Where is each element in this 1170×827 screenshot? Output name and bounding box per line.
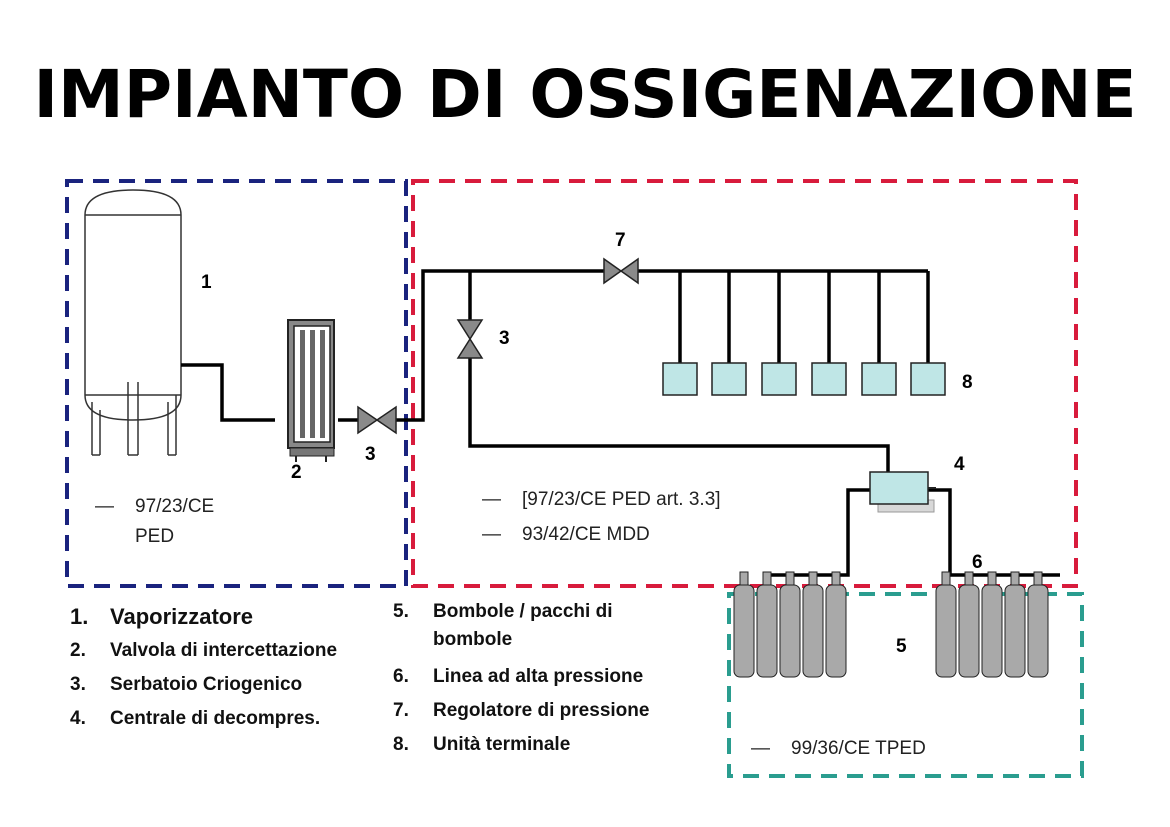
ped-zone-box xyxy=(65,179,408,588)
page-title: IMPIANTO DI OSSIGENAZIONE xyxy=(33,56,1137,133)
label-3a: 3 xyxy=(365,444,376,465)
mdd-dash-1: — xyxy=(482,489,501,510)
legend-number: 4. xyxy=(70,708,86,729)
decompression-unit-icon xyxy=(869,471,936,513)
cryogenic-tank-icon xyxy=(84,189,182,456)
legend-text-line: bombole xyxy=(433,629,513,650)
pressure-regulator-icon xyxy=(603,257,639,285)
valve-icon xyxy=(357,405,397,435)
label-6: 6 xyxy=(972,552,983,573)
legend-text: Vaporizzatore xyxy=(110,604,254,629)
valve-icon xyxy=(456,319,484,359)
tped-regulation: 99/36/CE TPED xyxy=(791,738,926,759)
legend-number: 7. xyxy=(393,700,409,721)
legend-number: 8. xyxy=(393,734,409,755)
legend-number: 6. xyxy=(393,666,409,687)
legend-number: 3. xyxy=(70,674,86,695)
legend-item: 1. Vaporizzatore xyxy=(70,600,337,634)
label-4: 4 xyxy=(954,454,965,475)
ped-regulation-1: 97/23/CE xyxy=(135,496,214,517)
label-7: 7 xyxy=(615,230,626,251)
legend-number: 5. xyxy=(393,601,409,622)
legend-text: Centrale di decompres. xyxy=(110,708,321,729)
tped-dash: — xyxy=(751,738,770,759)
pipeline xyxy=(181,269,1060,577)
legend-left: 1. Vaporizzatore 2. Valvola di intercettaz… xyxy=(70,600,337,736)
legend-text: Regolatore di pressione xyxy=(433,700,650,721)
legend-text-line: Bombole / pacchi di xyxy=(433,601,613,622)
legend-text: Unità terminale xyxy=(433,734,571,755)
legend-number: 2. xyxy=(70,640,86,661)
label-8: 8 xyxy=(962,372,973,393)
label-1: 1 xyxy=(201,272,212,293)
legend-item: 8. Unità terminale xyxy=(393,728,649,762)
legend-item: 3. Serbatoio Criogenico xyxy=(70,668,337,702)
legend-item: 5. Bombole / pacchi di bombole xyxy=(393,598,649,654)
ped-regulation-2: PED xyxy=(135,526,174,547)
mdd-regulation-1: [97/23/CE PED art. 3.3] xyxy=(522,489,721,510)
legend-text: Valvola di intercettazione xyxy=(110,640,338,661)
gas-cylinder-icon xyxy=(733,571,847,678)
vaporizer-icon xyxy=(287,319,335,462)
label-3b: 3 xyxy=(499,328,510,349)
legend-item: 4. Centrale di decompres. xyxy=(70,702,337,736)
legend-text: Serbatoio Criogenico xyxy=(110,674,303,695)
legend-item: 2. Valvola di intercettazione xyxy=(70,634,337,668)
legend-text: Bombole / pacchi di bombole xyxy=(433,598,612,654)
legend-text: Linea ad alta pressione xyxy=(433,666,644,687)
mdd-dash-2: — xyxy=(482,524,501,545)
legend-right: 5. Bombole / pacchi di bombole 6. Linea ad … xyxy=(393,598,649,762)
terminal-unit-icon xyxy=(662,362,946,396)
mdd-regulation-2: 93/42/CE MDD xyxy=(522,524,650,545)
ped-dash: — xyxy=(95,496,114,517)
tped-zone-box xyxy=(727,592,1084,778)
legend-number: 1. xyxy=(70,604,89,629)
gas-cylinder-icon xyxy=(935,571,1049,678)
mdd-zone-box xyxy=(411,179,1078,588)
legend-item: 7. Regolatore di pressione xyxy=(393,694,649,728)
legend-item: 6. Linea ad alta pressione xyxy=(393,660,649,694)
label-2: 2 xyxy=(291,462,302,483)
label-5: 5 xyxy=(896,636,907,657)
